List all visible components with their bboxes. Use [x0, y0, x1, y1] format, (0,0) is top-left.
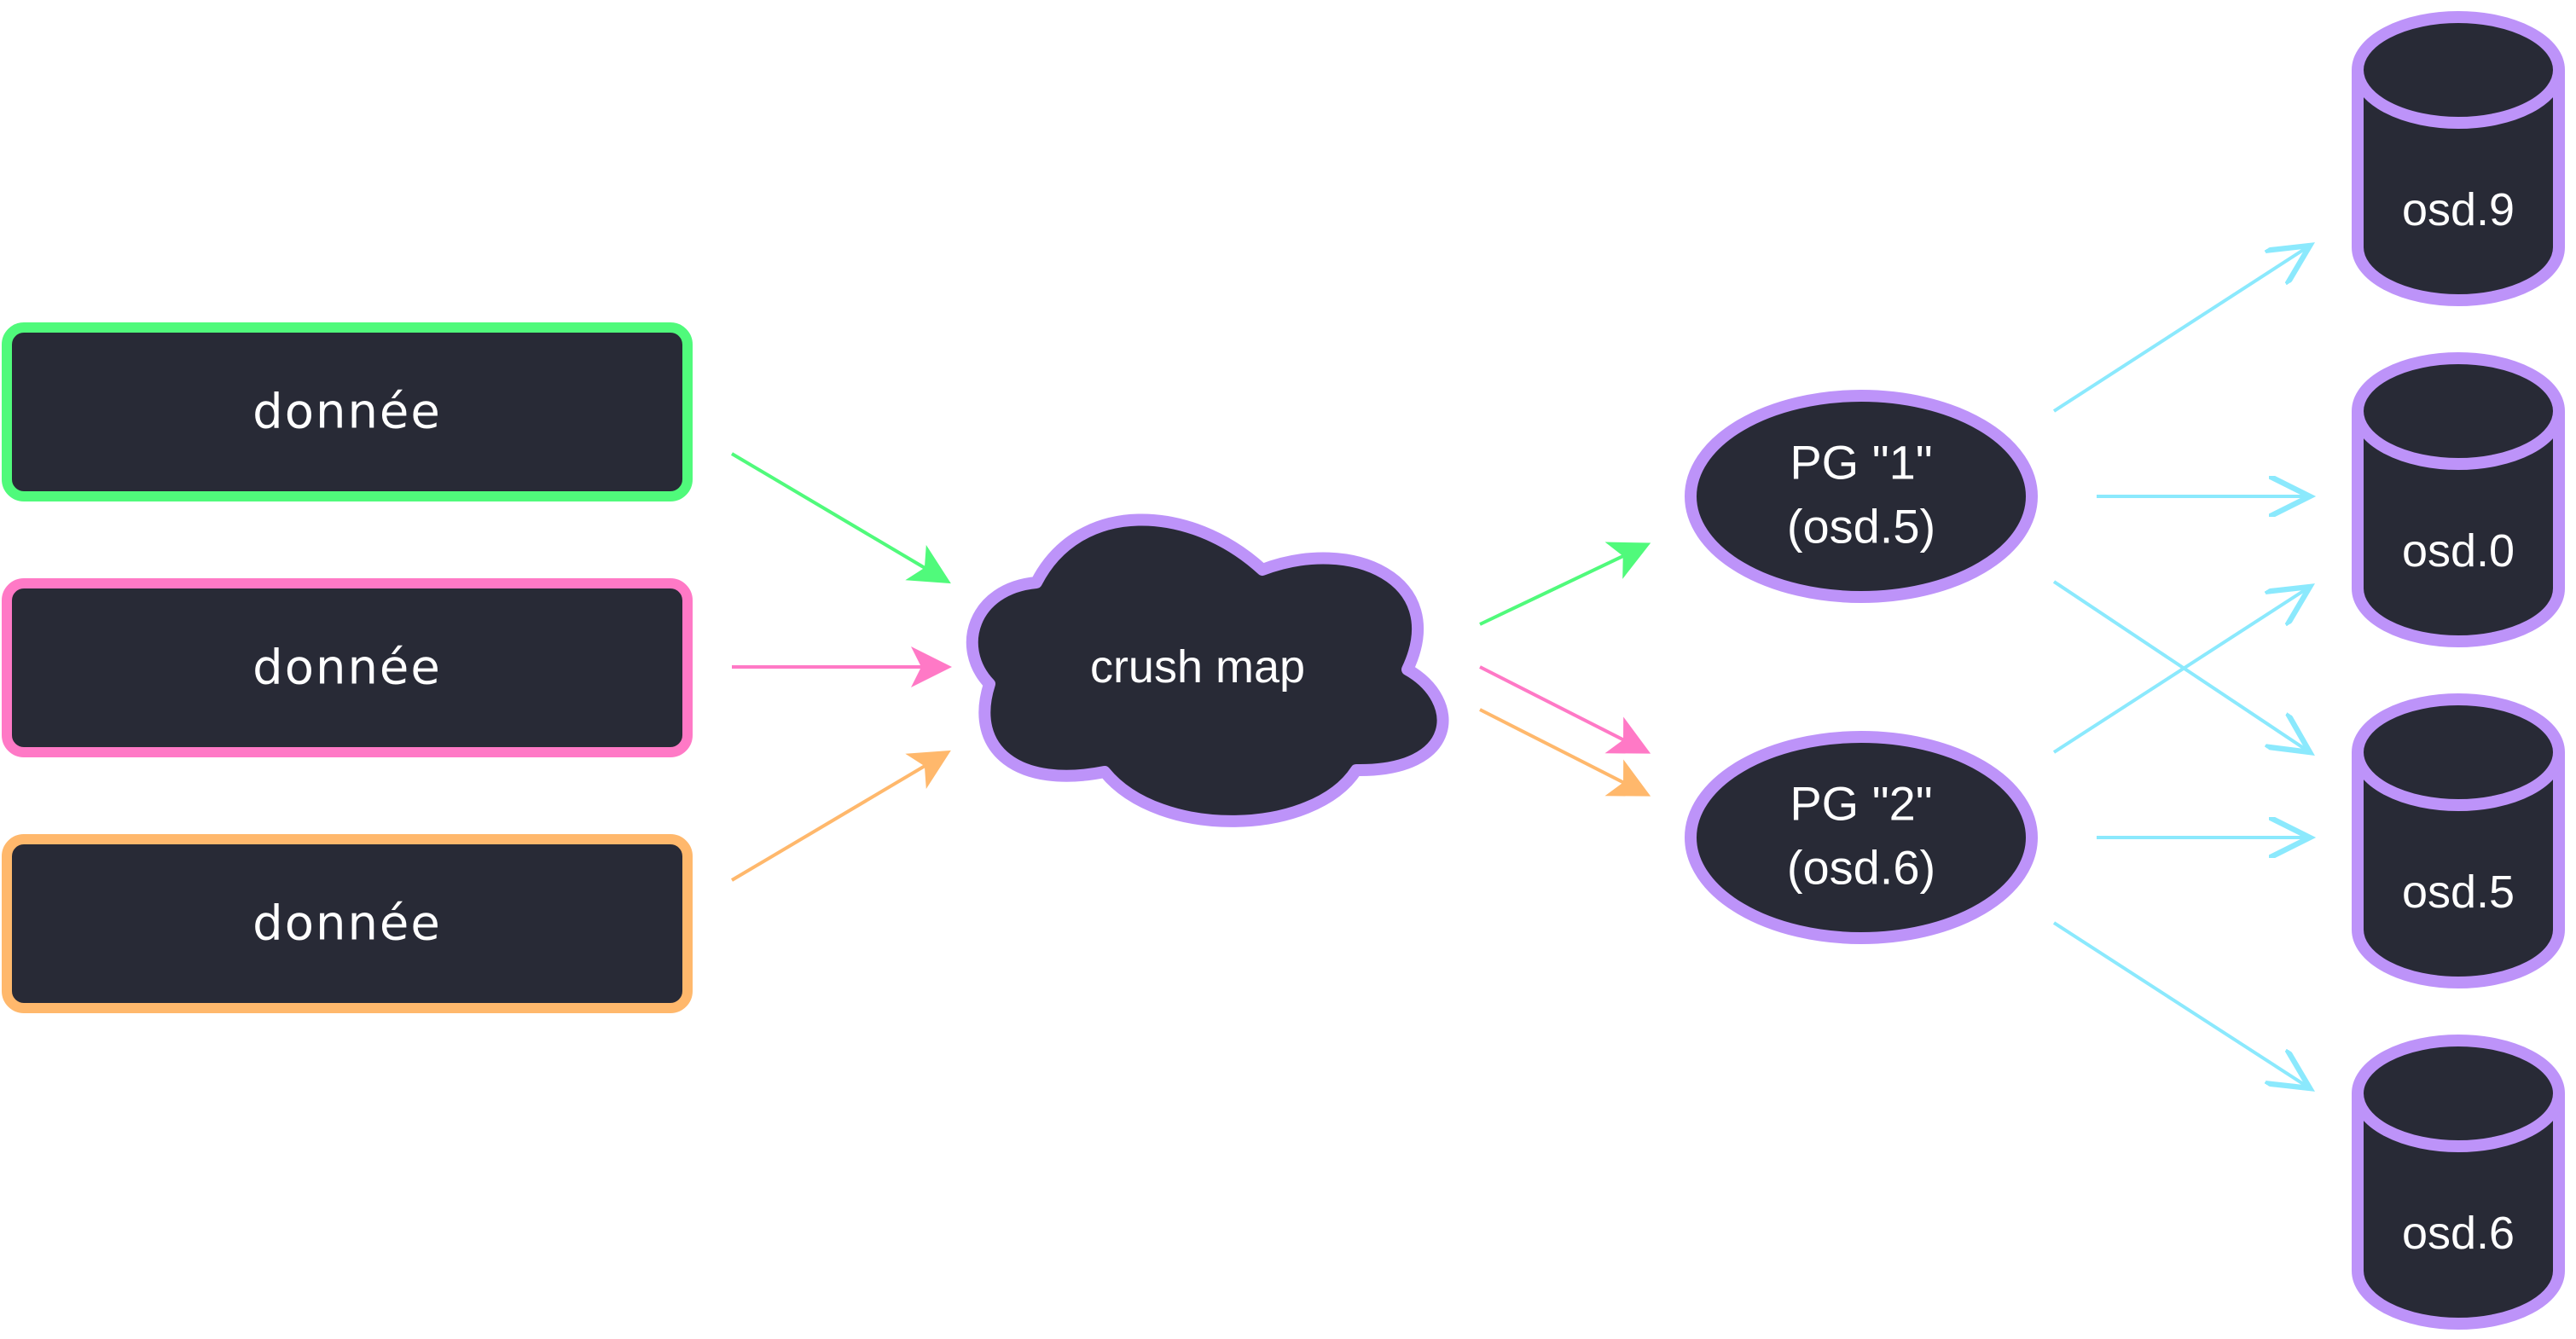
pg-2-title: PG "2": [1790, 777, 1932, 831]
arrow-data1-to-crush: [730, 452, 951, 584]
osd-6-label: osd.6: [2402, 1208, 2515, 1259]
pg-1-title: PG "1": [1790, 436, 1932, 490]
data-box-2: donnée: [2, 578, 693, 757]
arrow-pg1-to-osd9: [2052, 246, 2310, 413]
data-box-3: donnée: [2, 834, 693, 1013]
data-box-1: donnée: [2, 322, 693, 501]
pg-1: PG "1" (osd.5): [1685, 390, 2038, 603]
osd-6-cylinder: osd.6: [2352, 1035, 2565, 1330]
arrow-pg2-to-osd0: [2052, 587, 2310, 754]
arrow-crush-to-pg2-orange: [1479, 708, 1651, 797]
arrow-pg2-to-osd6: [2052, 921, 2310, 1088]
osd-9-label: osd.9: [2402, 184, 2515, 235]
osd-0-label: osd.0: [2402, 525, 2515, 577]
crush-map-cloud: crush map: [966, 513, 1449, 827]
pg-1-osd: (osd.5): [1787, 500, 1935, 554]
data-box-3-label: donnée: [252, 896, 442, 952]
arrow-data3-to-crush: [730, 750, 951, 882]
pg-2-osd: (osd.6): [1787, 841, 1935, 895]
osd-5-cylinder: osd.5: [2352, 693, 2565, 988]
osd-5-label: osd.5: [2402, 867, 2515, 918]
data-box-2-label: donnée: [252, 641, 442, 696]
arrow-pg1-to-osd5: [2052, 580, 2310, 752]
pg-2: PG "2" (osd.6): [1685, 731, 2038, 944]
osd-9-cylinder: osd.9: [2352, 11, 2565, 306]
arrow-crush-to-pg1-green: [1479, 542, 1651, 626]
crush-map-label: crush map: [1090, 641, 1305, 693]
data-box-1-label: donnée: [252, 385, 442, 440]
osd-0-cylinder: osd.0: [2352, 352, 2565, 647]
arrow-crush-to-pg2-pink: [1479, 665, 1651, 754]
